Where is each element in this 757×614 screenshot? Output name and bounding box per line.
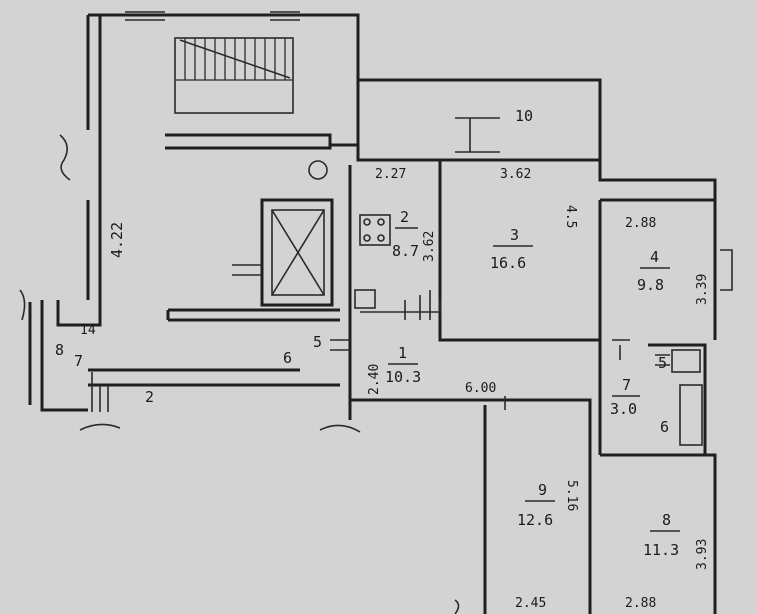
room-1: 1 10.3 bbox=[385, 344, 421, 386]
mark-r7-5: 5 bbox=[658, 354, 667, 372]
sink bbox=[354, 289, 376, 309]
dim-r9-width: 2.45 bbox=[515, 596, 546, 611]
room-2-area: 8.7 bbox=[392, 242, 419, 260]
room-8-area: 11.3 bbox=[643, 541, 679, 559]
dim-top-10: 10 bbox=[515, 107, 533, 125]
apartment-walls bbox=[330, 78, 733, 614]
room-7: 7 3.0 bbox=[610, 376, 640, 418]
room-3-area: 16.6 bbox=[490, 254, 526, 272]
stove bbox=[359, 214, 391, 246]
room-1-area: 10.3 bbox=[385, 368, 421, 386]
toilet bbox=[671, 349, 701, 373]
room-8-number: 8 bbox=[662, 511, 671, 529]
dim-r2-width: 2.27 bbox=[375, 167, 406, 182]
room-4: 4 9.8 bbox=[637, 248, 670, 294]
dim-r2-height: 3.62 bbox=[422, 231, 437, 262]
room-3: 3 16.6 bbox=[490, 226, 533, 272]
mark-6: 6 bbox=[283, 349, 292, 367]
room-2: 2 8.7 bbox=[392, 208, 419, 260]
dim-r8-height: 3.93 bbox=[695, 539, 710, 570]
dim-r8-width: 2.88 bbox=[625, 596, 656, 611]
mark-7: 7 bbox=[74, 352, 83, 370]
stairwell bbox=[19, 11, 361, 433]
dim-r4-width: 2.88 bbox=[625, 216, 656, 231]
dim-r3-height: 4.5 bbox=[563, 205, 578, 228]
room-9-area: 12.6 bbox=[517, 511, 553, 529]
mark-8: 8 bbox=[55, 341, 64, 359]
room-1-number: 1 bbox=[398, 344, 407, 362]
stairs bbox=[174, 37, 294, 114]
room-2-number: 2 bbox=[400, 208, 409, 226]
room-9-number: 9 bbox=[538, 481, 547, 499]
mark-r7-6: 6 bbox=[660, 418, 669, 436]
elevator-shaft bbox=[232, 198, 334, 307]
bathtub bbox=[679, 384, 703, 446]
dim-hall-length: 6.00 bbox=[465, 381, 496, 396]
mark-2: 2 bbox=[145, 388, 154, 406]
room-9: 9 12.6 bbox=[517, 481, 555, 529]
dim-r3-width: 3.62 bbox=[500, 167, 531, 182]
room-4-number: 4 bbox=[650, 248, 659, 266]
mark-14: 14 bbox=[80, 323, 96, 338]
room-7-number: 7 bbox=[622, 376, 631, 394]
dim-r9-height: 5.16 bbox=[564, 480, 579, 511]
room-7-area: 3.0 bbox=[610, 400, 637, 418]
dim-r4-height: 3.39 bbox=[695, 274, 710, 305]
chute-circle bbox=[308, 160, 328, 180]
room-4-area: 9.8 bbox=[637, 276, 664, 294]
mark-5: 5 bbox=[313, 333, 322, 351]
room-3-number: 3 bbox=[510, 226, 519, 244]
room-8: 8 11.3 bbox=[643, 511, 680, 559]
dim-left-422: 4.22 bbox=[108, 222, 126, 258]
dim-hall-width: 2.40 bbox=[367, 364, 382, 395]
